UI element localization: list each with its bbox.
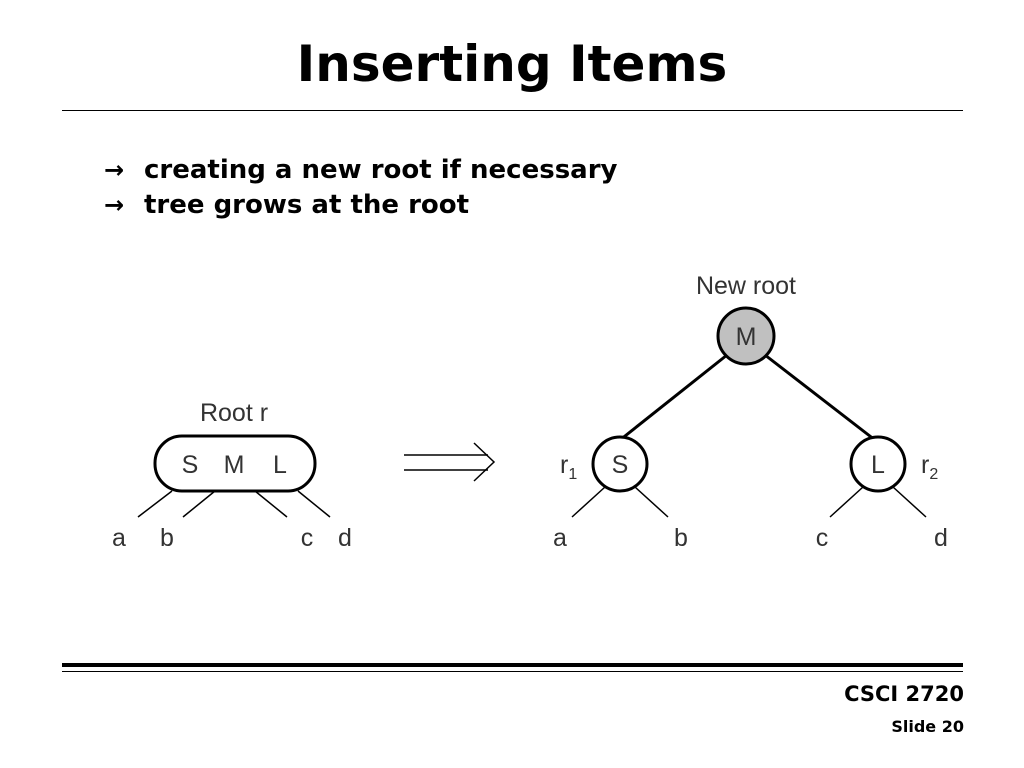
bullet-list: → creating a new root if necessary → tre… xyxy=(104,152,618,222)
edge-a xyxy=(137,490,173,518)
three-node xyxy=(153,434,317,493)
footer-divider-thick xyxy=(62,663,963,667)
edge-c xyxy=(254,490,288,518)
node-key-l: L xyxy=(273,451,287,479)
child-a: a xyxy=(553,524,567,552)
footer-divider-thin xyxy=(62,671,963,672)
edge-b xyxy=(182,490,216,518)
edge-root-right xyxy=(764,353,876,442)
edge-d xyxy=(297,490,331,518)
new-root-key: M xyxy=(736,323,757,351)
after-tree: New root M S L r1 r2 a b c d xyxy=(553,272,948,552)
bullet-text: creating a new root if necessary xyxy=(144,154,618,185)
bullet-text: tree grows at the root xyxy=(144,189,470,220)
edge-a xyxy=(571,486,606,518)
title-divider xyxy=(62,110,963,111)
right-node-key: L xyxy=(871,451,885,479)
edge-b xyxy=(634,486,669,518)
edge-c xyxy=(829,486,864,518)
child-c: c xyxy=(816,524,829,552)
right-node xyxy=(849,435,907,493)
before-tree: Root r S M L a b c d xyxy=(112,399,352,552)
transform-arrow-icon xyxy=(404,442,496,482)
child-a: a xyxy=(112,524,126,552)
arrow-bullet-icon: → xyxy=(104,155,125,184)
child-d: d xyxy=(338,524,352,552)
child-d: d xyxy=(934,524,948,552)
new-root-node xyxy=(716,306,776,366)
node-key-m: M xyxy=(224,451,245,479)
left-node-key: S xyxy=(612,451,629,479)
bullet-item: → creating a new root if necessary xyxy=(104,152,618,187)
root-r-label: Root r xyxy=(200,399,268,427)
r1-label: r1 xyxy=(560,451,577,483)
child-b: b xyxy=(160,524,174,552)
node-key-s: S xyxy=(182,451,199,479)
left-node xyxy=(591,435,649,493)
slide-title: Inserting Items xyxy=(296,35,728,93)
edge-d xyxy=(892,486,927,518)
slide-number: Slide 20 xyxy=(891,717,964,736)
bullet-item: → tree grows at the root xyxy=(104,187,618,222)
r2-label: r2 xyxy=(921,451,938,483)
new-root-label: New root xyxy=(696,272,796,300)
child-c: c xyxy=(301,524,314,552)
arrow-bullet-icon: → xyxy=(104,190,125,219)
child-b: b xyxy=(674,524,688,552)
edge-root-left xyxy=(619,353,728,442)
course-label: CSCI 2720 xyxy=(844,682,964,706)
